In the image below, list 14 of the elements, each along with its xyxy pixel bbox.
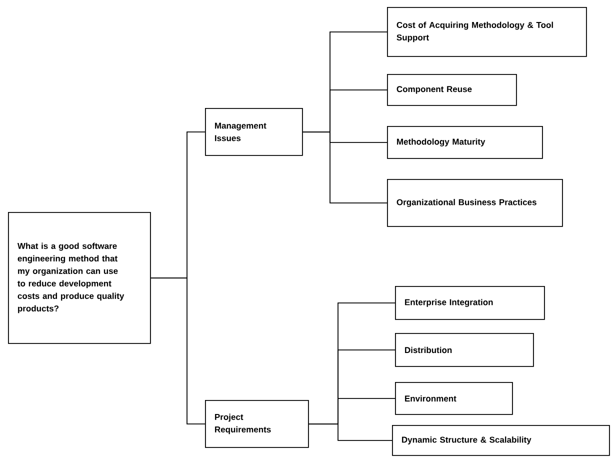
factor-box: Dynamic Structure & Scalability — [392, 425, 610, 456]
factor-box: Organizational Business Practices — [387, 179, 563, 227]
factor-box: Methodology Maturity — [387, 126, 543, 159]
connector — [308, 424, 392, 441]
connector — [302, 132, 388, 204]
factor-box: Component Reuse — [387, 74, 517, 106]
question-box: What is a good software engineering method that my organization can use to reduce development costs and produce quality products? — [8, 212, 151, 344]
factor-box: Enterprise Integration — [395, 286, 545, 320]
category-box: Management Issues — [205, 108, 303, 156]
factor-box: Cost of Acquiring Methodology & Tool Support — [387, 7, 587, 57]
factor-box: Distribution — [395, 333, 534, 367]
factor-box: Environment — [395, 382, 513, 415]
category-box: Project Requirements — [205, 400, 309, 448]
connector — [150, 278, 206, 424]
